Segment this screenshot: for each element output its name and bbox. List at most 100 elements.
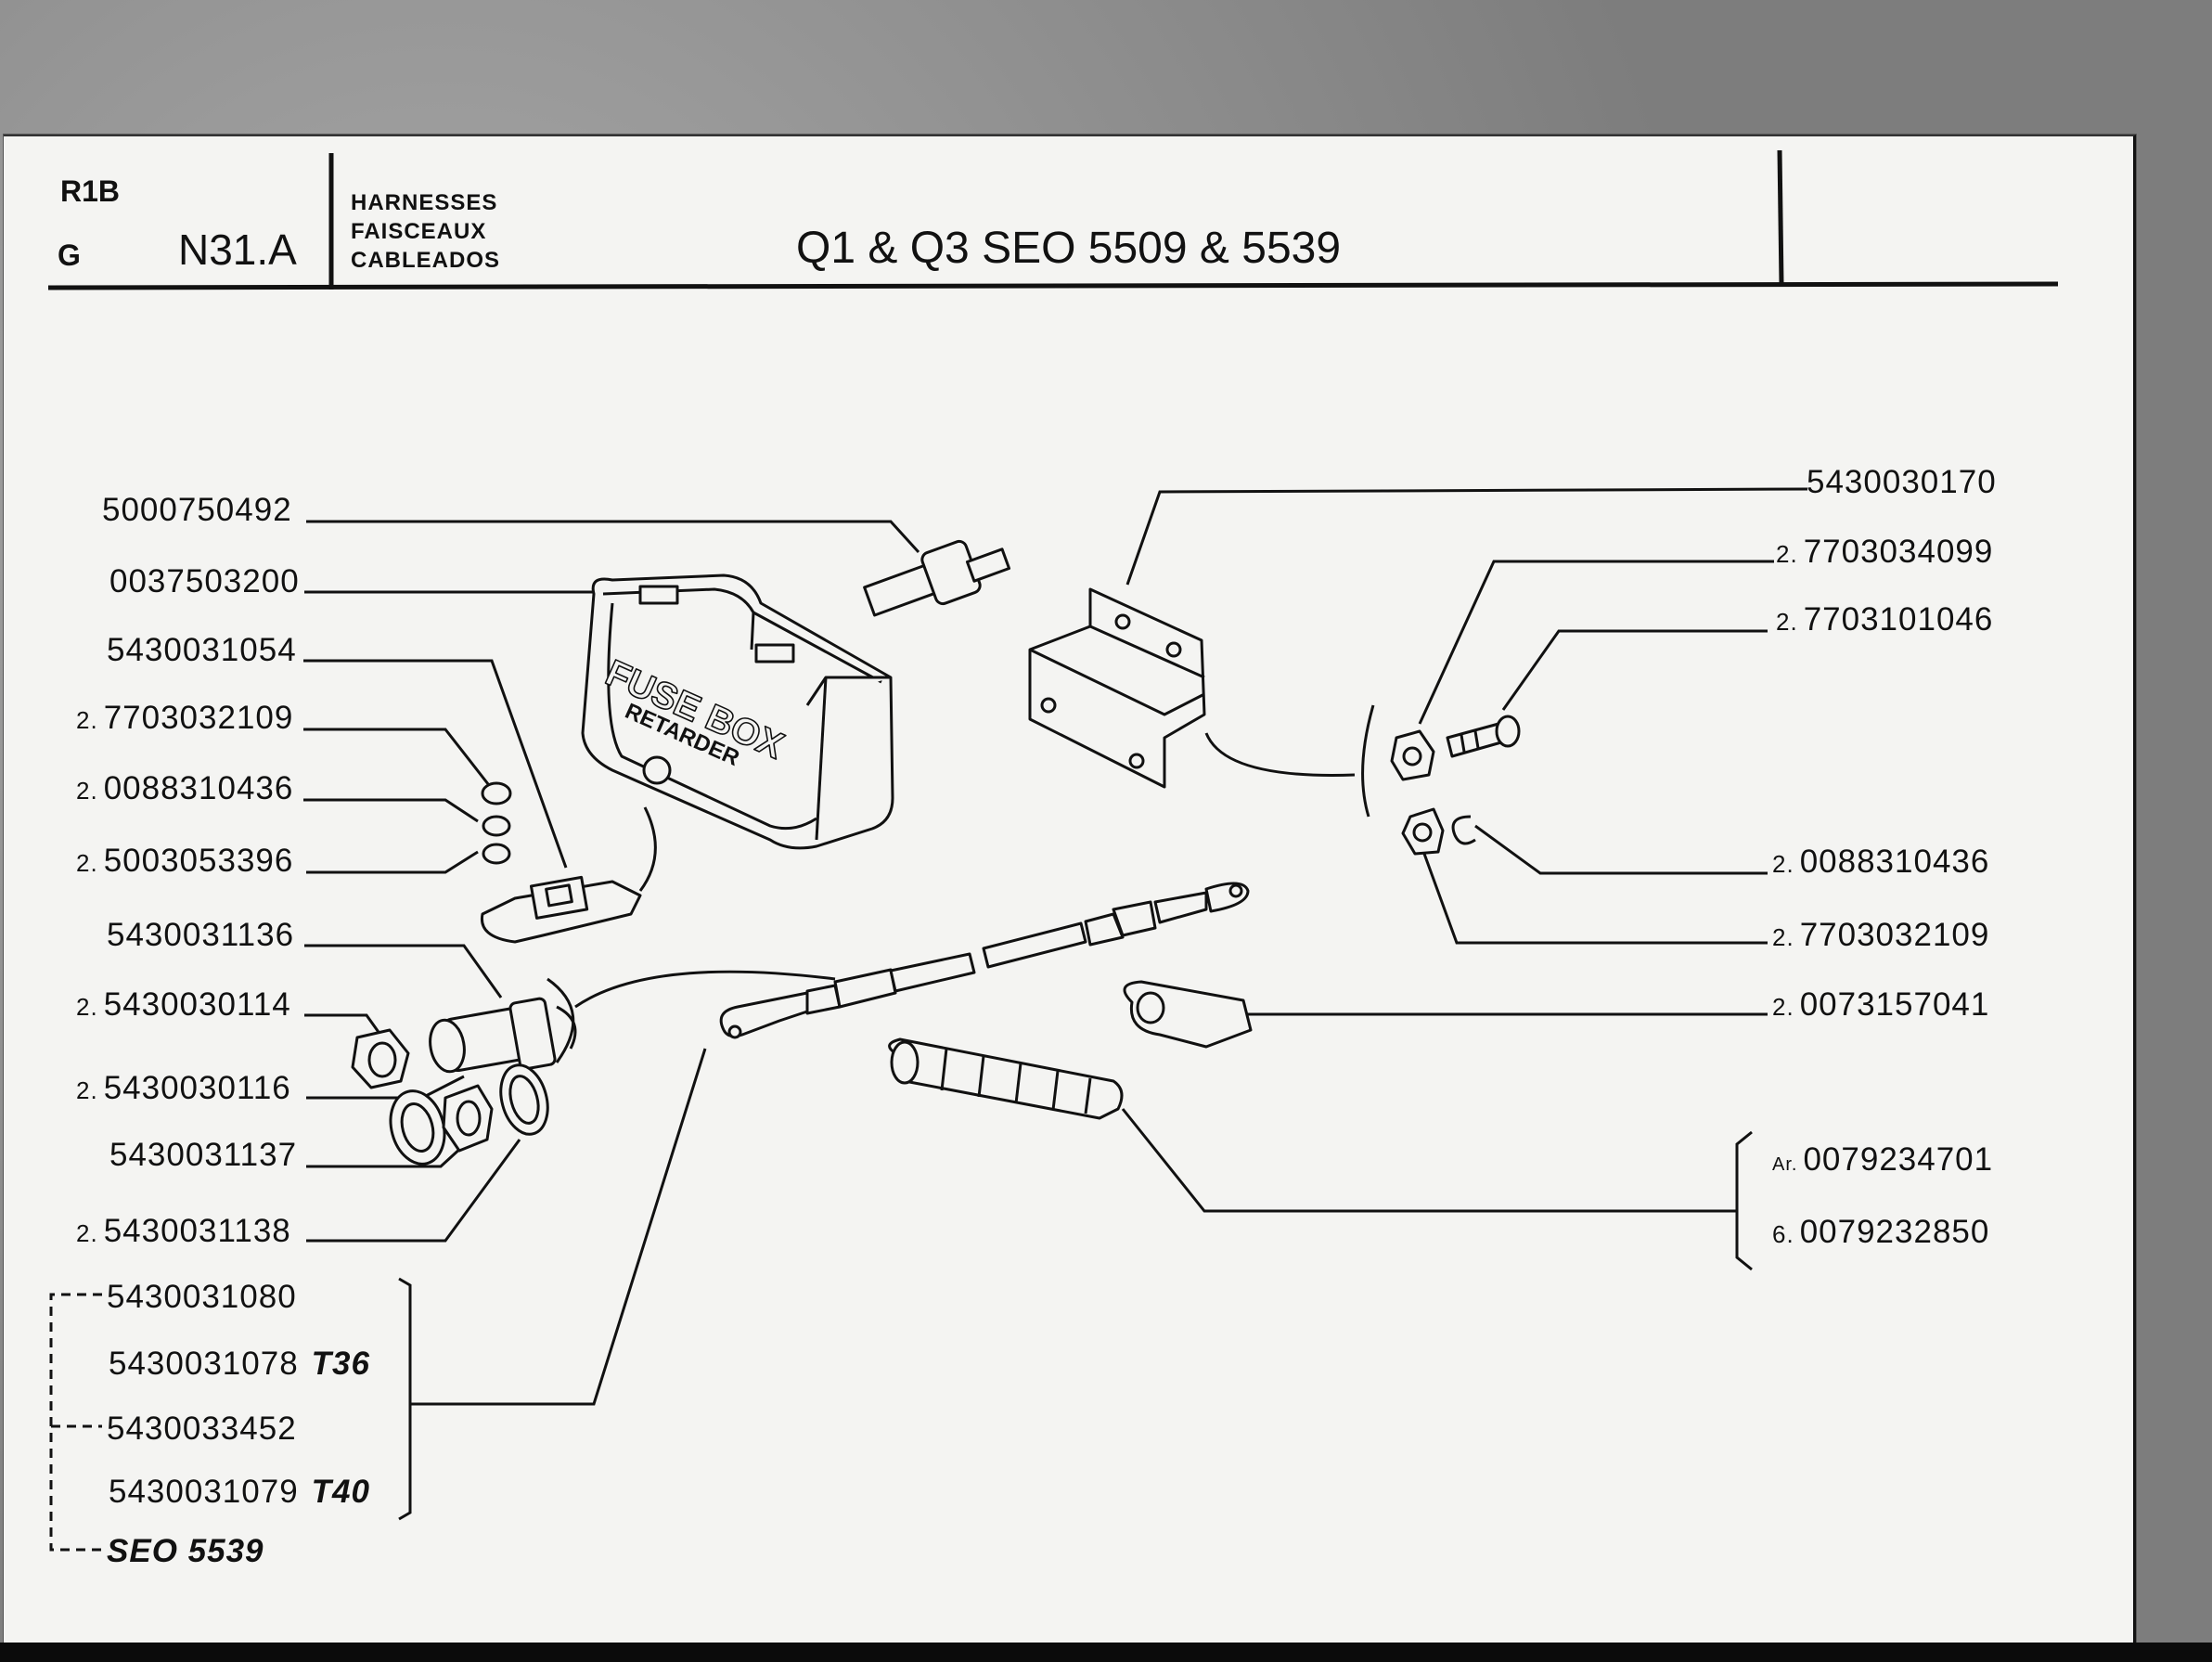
part-number: 5430030170 [1807,464,1997,500]
quantity: 2. [76,1076,98,1104]
leader-line [306,1139,521,1243]
part-number: 5430031054 [107,632,297,668]
leader-line [1501,629,1768,711]
quantity: 2. [1772,850,1794,878]
nut-bore [456,1100,482,1137]
variant-part-4: 5430031079 T40 [109,1474,370,1511]
left-part-11: 2.5430031138 [76,1213,291,1252]
leader-line [304,1013,382,1036]
part-number: 0079232850 [1799,1214,1990,1250]
leader-line [1474,824,1768,875]
p-clip [1123,980,1253,1049]
left-part-10: 5430031137 [109,1137,297,1174]
quantity: 2. [76,777,98,805]
catalogue-sheet [4,135,2136,1644]
leader-line [306,520,920,554]
part-number: 7703101046 [1803,601,1994,638]
leader-line [303,659,568,869]
hex-nut [351,1028,410,1089]
washer [482,843,511,865]
quantity: 6. [1772,1220,1794,1248]
quantity: 2. [76,706,98,734]
leader-line [1422,853,1768,945]
quantity: Ar. [1772,1154,1798,1175]
part-number: 5430031079 [109,1474,299,1510]
right-part-3: 2.7703101046 [1776,601,1993,640]
part-number: 7703034099 [1803,534,1994,570]
right-part-2: 2.7703034099 [1776,534,1993,573]
quantity: 2. [1772,923,1794,951]
leader-line [306,850,479,874]
page-title: Q1 & Q3 SEO 5509 & 5539 [796,224,1342,273]
part-number: 7703032109 [103,700,294,736]
leader-line [1121,1108,1737,1213]
fuse-box-lead [638,806,657,892]
right-bracket [1735,1130,1753,1271]
spring-washer [1451,815,1476,845]
sealing-ring-inner [508,1075,540,1125]
fuse-holder [429,997,577,1074]
nut-bore [1402,746,1422,767]
bolt [1446,715,1521,758]
scan-bottom-edge [0,1643,2212,1662]
part-number: 0037503200 [109,563,300,599]
washer [481,781,512,805]
part-number: 0079234701 [1803,1141,1994,1178]
part-number: 5430031138 [103,1213,291,1249]
part-number: 5430031137 [109,1137,298,1173]
rubber-mount [863,539,1011,617]
part-number: 5430030116 [103,1070,291,1106]
right-part-4: 2.0088310436 [1772,844,1989,883]
mounting-bracket [1028,587,1356,789]
variant-part-1: 5430031080 [107,1279,297,1316]
quantity: 2. [76,1219,98,1247]
variant-footer: SEO 5539 [107,1533,264,1569]
right-part-6: 2.0073157041 [1772,986,1989,1025]
left-part-7: 5430031136 [107,917,294,954]
nut-bore [1412,822,1433,843]
category-line-en: HARNESSES [351,190,498,215]
part-number: 0088310436 [103,770,294,806]
leader-line [1125,487,1808,586]
variant-note: T40 [311,1474,370,1510]
quantity: 2. [1776,608,1798,636]
variant-note: T36 [311,1346,370,1382]
right-part-8: 6.0079232850 [1772,1214,1989,1253]
leader-line [304,578,614,594]
part-number: 5430031136 [107,917,295,953]
part-number: 5430033452 [107,1411,297,1447]
category-line-es: CABLEADOS [351,248,501,273]
part-number: 0073157041 [1799,986,1990,1023]
plate-number: N31.A [178,225,297,274]
quantity: 2. [1772,993,1794,1021]
part-number: 7703032109 [1799,917,1990,953]
group-code: G [58,238,81,272]
variant-bracket [398,1277,412,1521]
leader-line [303,728,494,790]
left-part-8: 2.5430030114 [76,986,291,1025]
variant-part-2: 5430031078 T36 [109,1346,370,1383]
part-number: 5430031078 [109,1346,299,1382]
left-part-4: 2.7703032109 [76,700,293,739]
section-code: R1B [60,174,121,208]
left-part-2: 0037503200 [109,563,300,600]
part-number: 5430031080 [107,1279,297,1315]
variant-part-3: 5430033452 [107,1411,297,1448]
part-number: 5430030114 [103,986,291,1023]
right-part-1: 5430030170 [1807,464,1997,501]
leader-line [304,944,503,998]
leader-line [303,798,479,823]
part-number: 0088310436 [1799,844,1990,880]
part-number: 5000750492 [102,492,292,528]
battery-cable [574,882,1250,1039]
leader-line [1418,560,1774,725]
left-part-3: 5430031054 [107,632,297,669]
washer [482,815,511,837]
quantity: 2. [76,993,98,1021]
assembly-arc [1361,704,1375,818]
left-part-1: 5000750492 [102,492,292,529]
fuse-box [581,573,894,850]
blade-fuse [480,875,642,944]
quantity: 2. [1776,540,1798,568]
